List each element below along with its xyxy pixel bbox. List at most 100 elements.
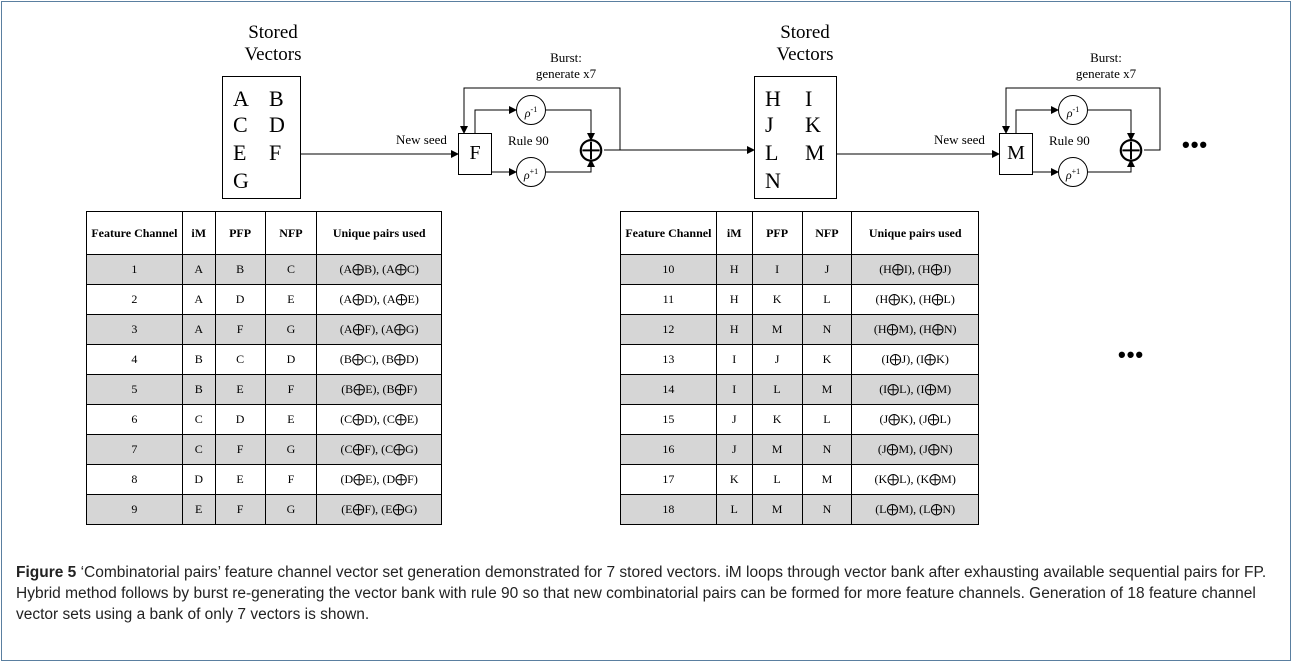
header-feature-channel: Feature Channel <box>620 211 717 255</box>
cell-unique-pairs: (D⨁E), (D⨁F) <box>316 464 442 495</box>
header-unique-pairs: Unique pairs used <box>316 211 442 255</box>
feature-table-2: Feature Channel iM PFP NFP Unique pairs … <box>620 211 979 525</box>
lower-merge-1 <box>546 159 595 173</box>
cell-feature-channel: 10 <box>620 254 717 285</box>
rho-symbol: ρ <box>1066 106 1073 120</box>
cell-unique-pairs: (J⨁M), (J⨁N) <box>851 434 979 465</box>
rho-minus-node-2: ρ-1 <box>1058 95 1088 125</box>
cell-im: A <box>181 284 216 315</box>
upper-branch-1 <box>474 106 517 133</box>
cell-nfp: N <box>801 314 853 345</box>
vector-label: M <box>805 140 825 165</box>
vector-label: F <box>269 140 282 165</box>
cell-nfp: F <box>264 374 318 405</box>
vector-label: D <box>269 112 285 137</box>
rho-symbol: ρ <box>524 106 531 120</box>
cell-feature-channel: 3 <box>86 314 183 345</box>
generator-box-2: M <box>999 133 1033 175</box>
vector-label: C <box>233 112 248 137</box>
cell-feature-channel: 17 <box>620 464 717 495</box>
cell-pfp: M <box>751 494 803 525</box>
continuation-ellipsis-diagram: ••• <box>1182 132 1209 157</box>
burst-loop-2 <box>1002 87 1161 151</box>
cell-nfp: K <box>801 344 853 375</box>
cell-unique-pairs: (H⨁M), (H⨁N) <box>851 314 979 345</box>
cell-im: C <box>181 404 216 435</box>
cell-unique-pairs: (A⨁D), (A⨁E) <box>316 284 442 315</box>
burst-line: Burst: <box>1090 50 1122 65</box>
cell-nfp: N <box>801 494 853 525</box>
cell-pfp: F <box>214 494 266 525</box>
cell-nfp: L <box>801 284 853 315</box>
header-feature-channel: Feature Channel <box>86 211 183 255</box>
rho-minus-node-1: ρ-1 <box>516 95 546 125</box>
cell-im: K <box>715 464 753 495</box>
header-im: iM <box>181 211 216 255</box>
upper-branch-2 <box>1015 106 1059 133</box>
cell-nfp: D <box>264 344 318 375</box>
cell-pfp: M <box>751 314 803 345</box>
cell-nfp: G <box>264 494 318 525</box>
cell-pfp: J <box>751 344 803 375</box>
xor-icon-2: ⨁ <box>1119 137 1143 163</box>
feature-table-1: Feature Channel iM PFP NFP Unique pairs … <box>86 211 442 525</box>
cell-feature-channel: 1 <box>86 254 183 285</box>
burst-label-1: Burst: generate x7 <box>496 50 636 82</box>
cell-unique-pairs: (A⨁B), (A⨁C) <box>316 254 442 285</box>
cell-im: I <box>715 374 753 405</box>
rule-label-2: Rule 90 <box>1049 133 1090 148</box>
cell-unique-pairs: (I⨁L), (I⨁M) <box>851 374 979 405</box>
figure-caption: Figure 5 ‘Combinatorial pairs’ feature c… <box>16 562 1278 625</box>
cell-pfp: I <box>751 254 803 285</box>
cell-im: J <box>715 404 753 435</box>
cell-pfp: L <box>751 374 803 405</box>
vector-label: G <box>233 168 249 193</box>
cell-unique-pairs: (J⨁K), (J⨁L) <box>851 404 979 435</box>
cell-pfp: M <box>751 434 803 465</box>
cell-nfp: L <box>801 404 853 435</box>
cell-feature-channel: 5 <box>86 374 183 405</box>
burst-label-2: Burst: generate x7 <box>1036 50 1176 82</box>
rule-label-1: Rule 90 <box>508 133 549 148</box>
cell-feature-channel: 15 <box>620 404 717 435</box>
lower-merge-2 <box>1088 159 1135 173</box>
continuation-ellipsis-table: ••• <box>1118 342 1145 367</box>
vector-label: A <box>233 86 249 111</box>
cell-im: B <box>181 344 216 375</box>
cell-nfp: G <box>264 434 318 465</box>
rho-exponent: +1 <box>1071 167 1081 176</box>
cell-im: I <box>715 344 753 375</box>
new-seed-label-2: New seed <box>934 132 985 147</box>
cell-nfp: M <box>801 464 853 495</box>
stored-vectors-title-1: Stored Vectors <box>213 22 333 66</box>
burst-line: generate x7 <box>535 66 597 81</box>
cell-feature-channel: 4 <box>86 344 183 375</box>
caption-text: ‘Combinatorial pairs’ feature channel ve… <box>16 564 1267 623</box>
header-pfp: PFP <box>214 211 266 255</box>
cell-im: L <box>715 494 753 525</box>
vector-label: K <box>805 112 821 137</box>
table-header-row: Feature Channel iM PFP NFP Unique pairs … <box>86 211 442 255</box>
stored-vectors-title-2: Stored Vectors <box>745 22 865 66</box>
title-line: Vectors <box>776 44 834 65</box>
cell-unique-pairs: (B⨁C), (B⨁D) <box>316 344 442 375</box>
burst-line: Burst: <box>550 50 582 65</box>
cell-im: B <box>181 374 216 405</box>
